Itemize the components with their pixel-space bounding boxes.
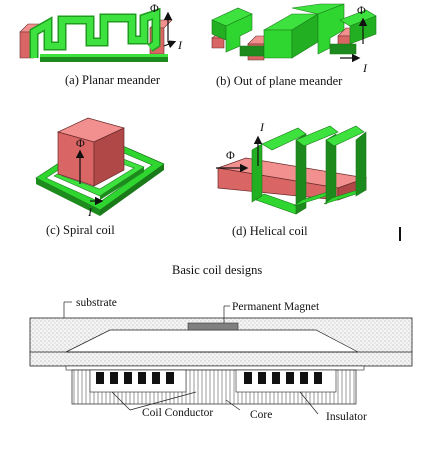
panel-d-helical-coil: I Φ (d) Helical coil	[216, 120, 368, 238]
label-permanent-magnet: Permanent Magnet	[232, 301, 320, 313]
label-insulator: Insulator	[326, 411, 367, 423]
label-core: Core	[250, 409, 272, 421]
caption-c: (c) Spiral coil	[46, 223, 115, 237]
cross-section-diagram	[29, 317, 413, 405]
scan-mark	[399, 227, 401, 241]
caption-b: (b) Out of plane meander	[216, 74, 343, 88]
magnet-c	[56, 117, 126, 187]
flux-symbol-c: Φ	[76, 136, 85, 150]
meander-base-a	[40, 56, 168, 62]
magnet-d	[216, 157, 368, 201]
helical-coil	[251, 125, 367, 215]
leader-lines	[63, 301, 319, 415]
figure-title: Basic coil designs	[172, 263, 262, 277]
coil-conductor-square	[286, 372, 294, 384]
coil-conductor-square	[244, 372, 252, 384]
magnet-b-0	[211, 37, 225, 49]
panel-b-out-of-plane-meander: Φ I (b) Out of plane meander	[211, 3, 377, 88]
current-symbol-d: I	[259, 120, 265, 134]
caption-d: (d) Helical coil	[232, 224, 308, 238]
coil-conductor-square	[152, 372, 160, 384]
coil-conductor-square	[300, 372, 308, 384]
coil-conductor-square	[272, 372, 280, 384]
coil-conductor-square	[314, 372, 322, 384]
coil-conductor-square	[124, 372, 132, 384]
current-symbol-c: I	[87, 205, 93, 219]
current-symbol-b: I	[362, 61, 368, 75]
flux-symbol-a: Φ	[150, 1, 159, 15]
flux-symbol-d: Φ	[226, 148, 235, 162]
panel-c-spiral-coil: Φ I (c) Spiral coil	[35, 117, 165, 237]
planar-meander-coil	[29, 7, 161, 58]
permanent-magnet	[187, 322, 239, 331]
coil-conductor-square	[96, 372, 104, 384]
coil-conductor-square	[258, 372, 266, 384]
panel-a-planar-meander: Φ I (a) Planar meander	[19, 1, 183, 87]
coil-conductor-square	[138, 372, 146, 384]
label-substrate: substrate	[76, 297, 117, 309]
flux-symbol-b: Φ	[357, 3, 366, 17]
coil-conductor-square	[110, 372, 118, 384]
coil-conductor-square	[166, 372, 174, 384]
coil-conductors	[96, 372, 322, 384]
label-coil-conductor: Coil Conductor	[142, 407, 213, 419]
current-arrow-a	[163, 40, 177, 49]
caption-a: (a) Planar meander	[65, 73, 161, 87]
out-of-plane-meander-coil	[211, 3, 377, 59]
cavity	[65, 329, 359, 353]
current-symbol-a: I	[177, 38, 183, 52]
